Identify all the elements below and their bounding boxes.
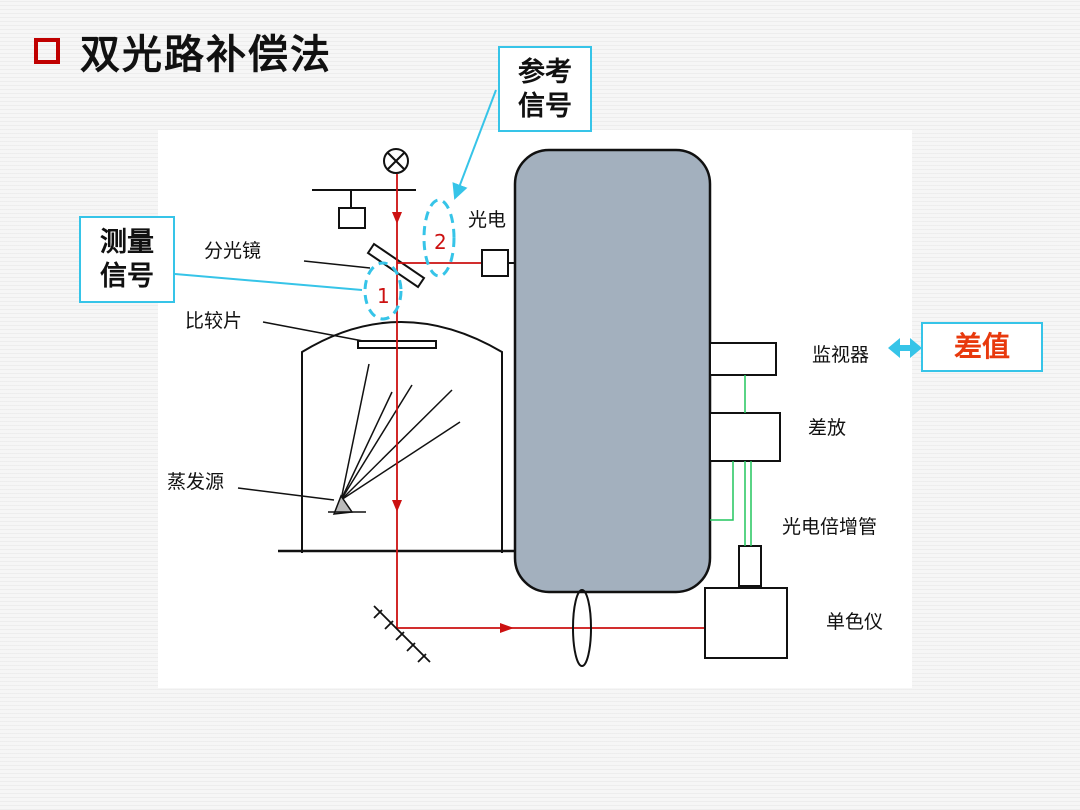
photoelectric-label: 光电 [468,209,506,231]
evaporation-source-label: 蒸发源 [167,471,224,493]
slide-title: 双光路补偿法 [34,22,332,80]
beam-splitter [366,242,426,289]
comparison-leader [262,321,364,342]
beam-splitter-label: 分光镜 [204,240,261,262]
evaporation-source-icon [328,494,366,515]
reference-pointer [452,89,497,200]
splitter-leader [303,260,371,269]
measure-path-marker [363,261,403,321]
path-2-label: 2 [434,230,447,254]
diff-amp-label: 差放 [808,417,846,439]
signal-wires [710,375,752,546]
square-bullet-icon [34,38,60,64]
lens [572,589,592,667]
light-paths [396,174,705,629]
comparison-piece-label: 比较片 [185,310,242,332]
reference-callout-line-2: 信号 [518,91,572,122]
path-1-label: 1 [377,284,390,308]
monochromator-box [704,587,788,659]
reflector-mirror [373,605,431,663]
measure-callout-line-2: 信号 [100,261,154,292]
shutter-mount [312,189,416,229]
reference-path-marker [422,198,456,278]
measure-pointer [174,273,363,291]
vacuum-bell-jar [301,321,503,553]
beam-arrows [392,212,514,633]
monitor-label: 监视器 [812,344,869,366]
lamp-icon [383,148,409,174]
reference-callout-line-1: 参考 [518,57,572,88]
difference-callout: 差值 [921,322,1043,372]
measure-callout-line-1: 测量 [100,227,154,258]
pmt-box [738,545,762,587]
deposition-rays [340,363,461,501]
page-title: 双光路补偿法 [80,32,332,78]
diff-amp-box [709,412,781,462]
monochromator-label: 单色仪 [826,611,883,633]
double-arrow-icon [888,338,922,358]
measure-signal-callout: 测量 信号 [79,216,175,303]
reference-signal-callout: 参考 信号 [498,46,592,132]
source-leader [237,487,335,501]
monitor-box [709,342,777,376]
photodetector [481,249,516,277]
pmt-label: 光电倍增管 [782,516,877,538]
chamber-cabinet [513,148,712,594]
